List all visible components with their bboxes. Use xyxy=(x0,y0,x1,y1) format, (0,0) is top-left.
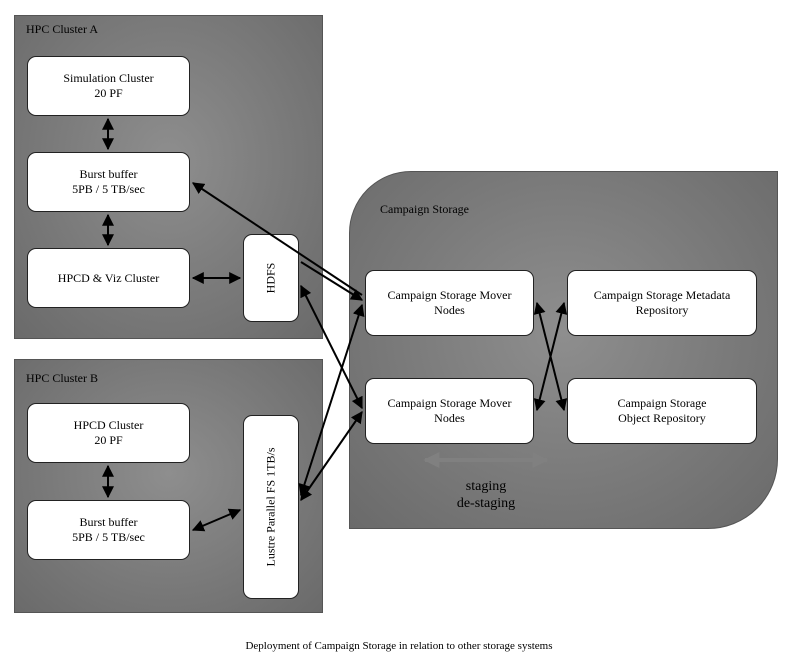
lustre-fs-box: Lustre Parallel FS 1TB/s xyxy=(243,415,299,599)
metadata-repository-box: Campaign Storage Metadata Repository xyxy=(567,270,757,336)
cluster-a-title: HPC Cluster A xyxy=(26,22,99,36)
hpcd-viz-cluster-box: HPCD & Viz Cluster xyxy=(27,248,190,308)
hpcd-cluster-box: HPCD Cluster 20 PF xyxy=(27,403,190,463)
burst-buffer-b-box: Burst buffer 5PB / 5 TB/sec xyxy=(27,500,190,560)
mover-nodes-2-box: Campaign Storage Mover Nodes xyxy=(365,378,534,444)
figure-caption: Deployment of Campaign Storage in relati… xyxy=(245,640,553,652)
arrow-hdfs-mover2 xyxy=(300,284,363,410)
hdfs-box: HDFS xyxy=(243,234,299,322)
arrow-lustre-mover1 xyxy=(298,303,365,497)
simulation-cluster-box: Simulation Cluster 20 PF xyxy=(27,56,190,116)
arrow-mover2-metadata xyxy=(533,301,568,412)
object-repository-box: Campaign Storage Object Repository xyxy=(567,378,757,444)
burst-buffer-a-box: Burst buffer 5PB / 5 TB/sec xyxy=(27,152,190,212)
staging-label: staging de-staging xyxy=(456,479,516,511)
arrow-burst-b-lustre xyxy=(191,508,242,532)
arrow-mover1-burst-a xyxy=(191,182,363,296)
campaign-storage-title: Campaign Storage xyxy=(380,202,469,216)
cluster-b-title: HPC Cluster B xyxy=(26,371,99,385)
arrow-hdfs-mover1 xyxy=(300,261,364,301)
arrow-lustre-mover2 xyxy=(300,411,363,501)
mover-nodes-1-box: Campaign Storage Mover Nodes xyxy=(365,270,534,336)
